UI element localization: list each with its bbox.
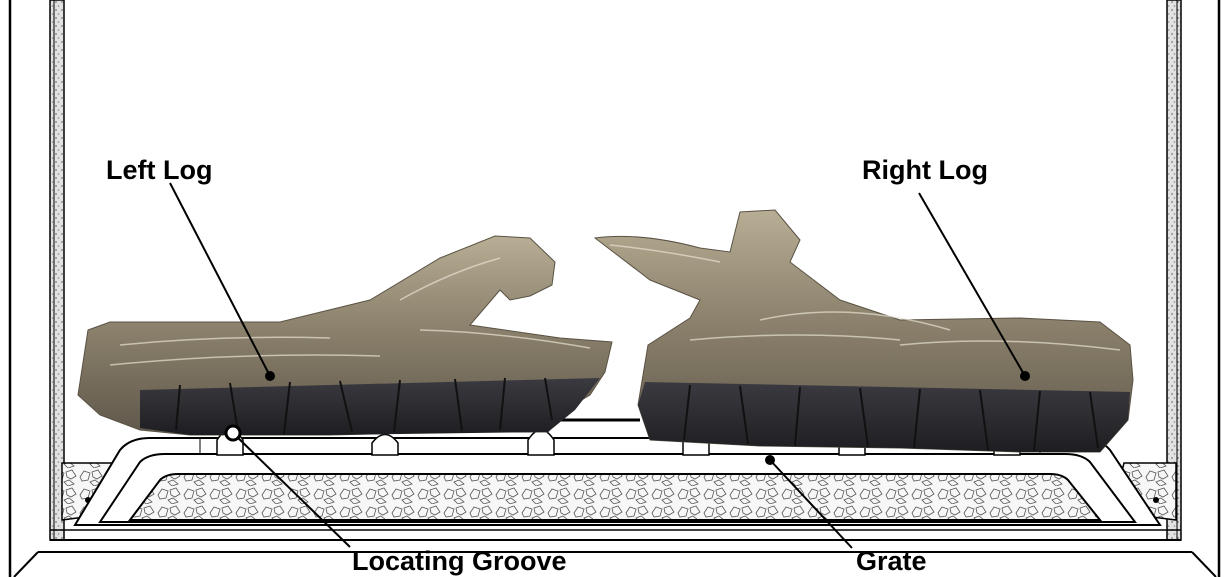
- locating-groove-label: Locating Groove: [352, 548, 567, 575]
- right-log: [595, 210, 1133, 452]
- grate-label: Grate: [856, 548, 927, 575]
- right-log-label: Right Log: [862, 157, 988, 184]
- left-log-label: Left Log: [106, 157, 212, 184]
- left-log: [78, 236, 612, 435]
